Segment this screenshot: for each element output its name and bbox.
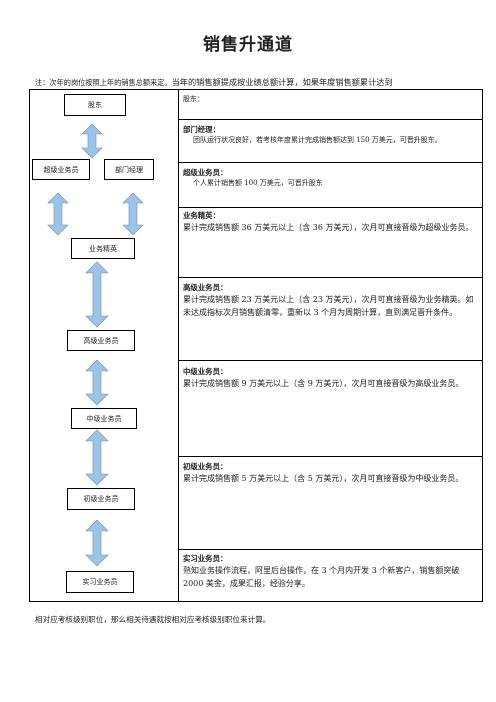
level-heading: 实习业务员： <box>183 554 228 563</box>
double-arrow-icon <box>85 261 109 328</box>
level-description: 累计完成销售额 36 万美元以上（含 36 万美元），次月可直接晋级为超级业务员… <box>183 223 474 232</box>
flow-box-super-salesperson: 超级业务员 <box>32 159 90 180</box>
level-senior-salesperson: 高级业务员： 累计完成销售额 23 万美元以上（含 23 万美元），次月可直接晋… <box>183 282 476 319</box>
double-arrow-icon <box>122 192 144 236</box>
closing-note: 相对应考核级别职位，那么相关待遇就按相对应考核级别职位来计算。 <box>35 615 271 624</box>
level-description: 团队运行状况良好，若考核年度累计完成销售额达到 150 万美元，可晋升股东。 <box>193 136 442 144</box>
intro-note-small: 注：次年的岗位按照上年的销售总额来定。 <box>35 78 172 87</box>
level-intermediate-salesperson: 中级业务员： 累计完成销售额 9 万美元以上（含 9 万美元），次月可直接晋级为… <box>183 366 476 390</box>
level-sales-elite: 业务精英： 累计完成销售额 36 万美元以上（含 36 万美元），次月可直接晋级… <box>183 210 476 234</box>
row-divider <box>178 360 482 361</box>
double-arrow-icon <box>85 519 109 567</box>
promotion-table: 股东 超级业务员 部门经理 业务精英 高级业务员 中级业务员 初级业务员 实习业… <box>29 89 483 602</box>
flow-box-intern-salesperson: 实习业务员 <box>66 571 134 593</box>
row-divider <box>178 162 482 163</box>
double-arrow-icon <box>85 359 109 406</box>
level-description: 累计完成销售额 9 万美元以上（含 9 万美元），次月可直接晋级为高级业务员。 <box>183 379 464 388</box>
row-divider <box>178 277 482 278</box>
double-arrow-icon <box>85 429 109 486</box>
row-divider <box>178 119 482 120</box>
intro-note: 注：次年的岗位按照上年的销售总额来定。当年的销售额提成按业绩总额计算，如果年度销… <box>35 70 490 89</box>
flow-arrows <box>47 123 144 567</box>
level-heading: 超级业务员： <box>183 168 228 177</box>
flow-box-shareholder: 股东 <box>64 94 126 116</box>
row-divider <box>178 549 482 550</box>
level-heading: 业务精英： <box>183 211 220 220</box>
page-title: 销售升通道 <box>203 35 293 55</box>
level-description: 个人累计销售额 100 万美元，可晋升股东 <box>193 179 323 187</box>
flow-box-junior-salesperson: 初级业务员 <box>67 488 135 510</box>
row-divider <box>178 456 482 457</box>
level-heading: 初级业务员： <box>183 462 228 471</box>
intro-note-main: 当年的销售额提成按业绩总额计算，如果年度销售额累计达到 <box>171 77 393 87</box>
flow-box-intermediate-salesperson: 中级业务员 <box>71 408 137 429</box>
level-heading: 高级业务员： <box>183 283 228 292</box>
flow-box-senior-salesperson: 高级业务员 <box>67 330 135 351</box>
row-divider <box>178 207 482 208</box>
level-heading: 部门经理： <box>183 125 220 134</box>
level-description: 熟知业务操作流程，阿里后台操作，在 3 个月内开发 3 个新客户，销售额突破 2… <box>183 566 460 588</box>
level-junior-salesperson: 初级业务员： 累计完成销售额 5 万美元以上（含 5 万美元），次月可直接晋级为… <box>183 461 476 485</box>
level-department-manager: 部门经理： 团队运行状况良好，若考核年度累计完成销售额达到 150 万美元，可晋… <box>183 124 476 146</box>
level-shareholder: 股东： <box>183 94 476 105</box>
level-description: 累计完成销售额 23 万美元以上（含 23 万美元），次月可直接晋级为业务精英。… <box>183 295 474 317</box>
level-intern-salesperson: 实习业务员： 熟知业务操作流程，阿里后台操作，在 3 个月内开发 3 个新客户，… <box>183 553 476 590</box>
flow-box-sales-elite: 业务精英 <box>71 238 135 259</box>
level-super-salesperson: 超级业务员： 个人累计销售额 100 万美元，可晋升股东 <box>183 167 476 189</box>
level-heading: 股东： <box>183 95 204 103</box>
flow-box-department-manager: 部门经理 <box>104 159 154 180</box>
level-description: 累计完成销售额 5 万美元以上（含 5 万美元），次月可直接晋级为中级业务员。 <box>183 474 464 483</box>
column-divider <box>178 90 179 601</box>
double-arrow-icon <box>47 192 69 236</box>
double-arrow-icon <box>81 123 103 159</box>
level-heading: 中级业务员： <box>183 367 228 376</box>
